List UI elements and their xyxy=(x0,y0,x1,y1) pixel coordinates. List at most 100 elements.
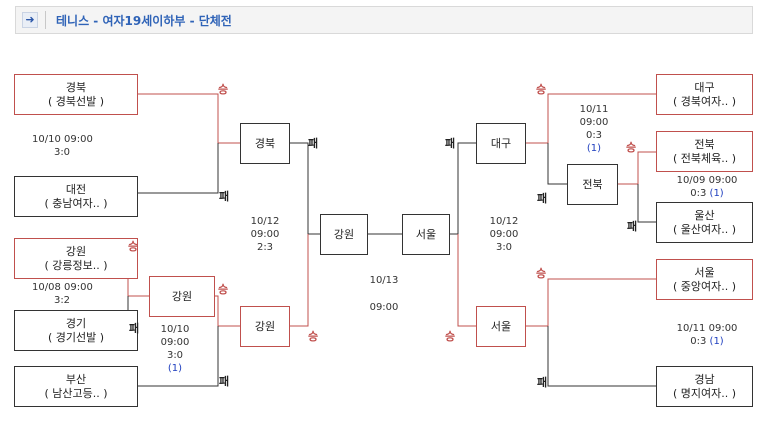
match-note: (1) xyxy=(167,363,183,374)
line-gyeongbuk-win xyxy=(138,93,240,144)
match-time: 09:00 xyxy=(250,229,280,240)
round-box-r-r2-jeonbuk[interactable]: 전북 xyxy=(567,164,618,205)
round-team-name: 전북 xyxy=(582,177,603,191)
team-school: ( 명지여자.. ) xyxy=(672,386,737,400)
match-info: 10/08 09:00 3:2 xyxy=(32,281,93,307)
match-date: 10/10 xyxy=(32,134,61,145)
round-team-name: 강원 xyxy=(333,227,355,241)
team-name: 경남 xyxy=(694,372,715,386)
match-time: 09:00 xyxy=(160,337,190,348)
match-score: 3:0 xyxy=(495,242,513,253)
match-score: 3:2 xyxy=(53,295,71,306)
final-box-left[interactable]: 강원 xyxy=(320,214,368,255)
team-school: ( 울산여자.. ) xyxy=(672,222,737,236)
team-daejeon[interactable]: 대전 ( 충남여자.. ) xyxy=(14,176,138,217)
win-label: 승 xyxy=(536,83,547,96)
line-ulsan xyxy=(637,184,656,223)
match-score: 3:0 xyxy=(166,350,184,361)
match-info: 10/10 09:00 3:0 xyxy=(32,133,93,159)
team-name: 울산 xyxy=(694,208,715,222)
round-box-l-sf-gangwon[interactable]: 강원 xyxy=(240,306,290,347)
team-gangwon[interactable]: 강원 ( 강릉정보.. ) xyxy=(14,238,138,279)
team-school: ( 경북선발 ) xyxy=(47,94,105,108)
team-seoul[interactable]: 서울 ( 중앙여자.. ) xyxy=(656,259,753,300)
match-info: 10/11 09:00 0:3 (1) xyxy=(574,103,614,155)
round-team-name: 서울 xyxy=(415,227,437,241)
match-date: 10/12 xyxy=(489,216,519,227)
line-jeonbuk-r2 xyxy=(547,143,567,185)
round-box-l-sf-gyeongbuk[interactable]: 경북 xyxy=(240,123,290,164)
match-time: 09:00 xyxy=(708,323,738,334)
lose-label: 패 xyxy=(537,192,548,205)
spacer xyxy=(364,287,404,301)
team-gyeongbuk[interactable]: 경북 ( 경북선발 ) xyxy=(14,74,138,115)
line-daegu-win xyxy=(526,93,656,144)
arrow-right-icon: ➜ xyxy=(22,12,38,28)
match-time: 09:00 xyxy=(64,134,93,145)
round-team-name: 강원 xyxy=(171,289,193,303)
match-date: 10/09 xyxy=(676,175,706,186)
match-note: (1) xyxy=(586,143,602,154)
team-daegu[interactable]: 대구 ( 경북여자.. ) xyxy=(656,74,753,115)
win-label: 승 xyxy=(445,330,456,343)
team-school: ( 남산고등.. ) xyxy=(44,386,108,400)
match-date: 10/11 xyxy=(579,104,609,115)
line-busan xyxy=(138,326,219,387)
team-school: ( 충남여자.. ) xyxy=(44,196,108,210)
win-label: 승 xyxy=(536,267,547,280)
team-name: 경북 xyxy=(65,80,87,94)
match-time: 09:00 xyxy=(489,229,519,240)
team-name: 서울 xyxy=(694,265,715,279)
line-gangwon-r2-win xyxy=(215,295,240,327)
title-separator xyxy=(45,11,46,29)
match-time: 09:00 xyxy=(579,117,609,128)
team-ulsan[interactable]: 울산 ( 울산여자.. ) xyxy=(656,202,753,243)
team-gyeongnam[interactable]: 경남 ( 명지여자.. ) xyxy=(656,366,753,407)
match-time: 09:00 xyxy=(708,175,738,186)
round-box-r-sf-daegu[interactable]: 대구 xyxy=(476,123,526,164)
win-label: 승 xyxy=(308,330,319,343)
match-info: 10/12 09:00 2:3 xyxy=(245,215,285,254)
team-jeonbuk[interactable]: 전북 ( 전북체육.. ) xyxy=(656,131,753,172)
final-box-right[interactable]: 서울 xyxy=(402,214,450,255)
round-box-l-r2-gangwon[interactable]: 강원 xyxy=(149,276,215,317)
team-school: ( 중앙여자.. ) xyxy=(672,279,737,293)
line-gyeongnam xyxy=(547,326,656,387)
lose-label: 패 xyxy=(219,190,230,203)
team-name: 대구 xyxy=(694,80,715,94)
match-time: 09:00 xyxy=(64,282,93,293)
win-label: 승 xyxy=(218,283,229,296)
match-info: 10/12 09:00 3:0 xyxy=(484,215,524,254)
page-title: 테니스 - 여자19세이하부 - 단체전 xyxy=(56,14,232,28)
match-time: 09:00 xyxy=(369,302,399,313)
team-name: 강원 xyxy=(65,244,87,258)
team-busan[interactable]: 부산 ( 남산고등.. ) xyxy=(14,366,138,407)
match-date: 10/10 xyxy=(160,324,190,335)
match-score: 2:3 xyxy=(256,242,274,253)
lose-label: 패 xyxy=(537,376,548,389)
win-label: 승 xyxy=(626,141,637,154)
match-info: 10/10 09:00 3:0 (1) xyxy=(150,323,200,375)
title-bar: ➜ 테니스 - 여자19세이하부 - 단체전 xyxy=(15,6,753,34)
match-score: 0:3 xyxy=(585,130,603,141)
match-score: 0:3 xyxy=(690,336,707,347)
match-info: 10/11 09:00 0:3 (1) xyxy=(672,322,742,348)
lose-label: 패 xyxy=(308,137,319,150)
match-date: 10/13 xyxy=(369,275,399,286)
match-score: 0:3 xyxy=(690,188,707,199)
team-name: 대전 xyxy=(65,182,87,196)
team-name: 전북 xyxy=(694,137,715,151)
team-school: ( 경북여자.. ) xyxy=(672,94,737,108)
round-team-name: 강원 xyxy=(254,319,276,333)
round-box-r-sf-seoul[interactable]: 서울 xyxy=(476,306,526,347)
line-daejeon xyxy=(138,143,219,194)
line-l-sf-gangwon-win xyxy=(290,234,309,327)
match-date: 10/12 xyxy=(250,216,280,227)
line-l-sf-gyeongbuk xyxy=(290,142,320,235)
team-gyeonggi[interactable]: 경기 ( 경기선발 ) xyxy=(14,310,138,351)
line-r-sf-seoul-win xyxy=(457,234,476,327)
lose-label: 패 xyxy=(129,322,140,335)
line-jeonbuk-win xyxy=(618,151,656,185)
win-label: 승 xyxy=(128,240,139,253)
